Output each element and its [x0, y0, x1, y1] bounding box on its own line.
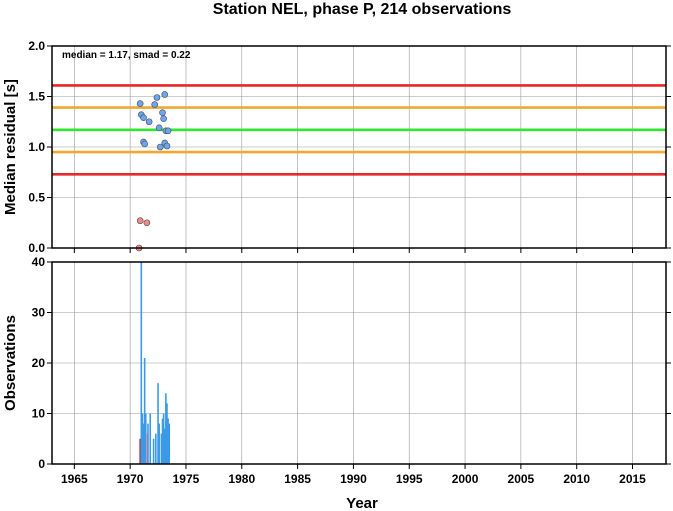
x-axis-label: Year — [346, 495, 378, 511]
bar — [163, 428, 166, 464]
x-tick-label: 1995 — [396, 472, 423, 486]
y-tick-label: 1.0 — [28, 140, 45, 154]
data-point — [163, 142, 171, 150]
x-tick-label: 2015 — [619, 472, 646, 486]
bottom-gridlines — [52, 261, 666, 465]
x-tick-label: 1970 — [117, 472, 144, 486]
bar — [144, 413, 147, 464]
x-tick-label: 1965 — [61, 472, 88, 486]
data-point — [151, 101, 159, 108]
bar — [157, 383, 159, 464]
data-point — [140, 114, 147, 122]
x-tick-label: 2005 — [508, 472, 535, 486]
y-tick-label: 30 — [32, 306, 46, 320]
data-point — [159, 109, 166, 116]
data-point — [143, 219, 151, 227]
y-tick-label: 0.0 — [28, 241, 45, 255]
data-point — [136, 100, 144, 107]
bar — [158, 423, 160, 464]
y-tick-label: 0.5 — [28, 191, 45, 205]
bottom-bars — [139, 262, 171, 464]
top-panel: 0.0 0.5 1.0 1.5 2.0 median = 1.17, smad = 0.… — [2, 39, 671, 255]
chart-title: Station NEL, phase P, 214 observations — [213, 1, 512, 18]
y-tick-label: 1.5 — [28, 90, 45, 104]
bar — [149, 413, 152, 464]
data-point — [136, 217, 144, 225]
bar — [155, 433, 157, 464]
data-point — [164, 127, 172, 135]
stats-annotation: median = 1.17, smad = 0.22 — [62, 50, 191, 61]
y-tick-label: 0 — [38, 457, 45, 471]
bottom-y-axis-label: Observations — [2, 315, 19, 411]
top-ticks: 0.0 0.5 1.0 1.5 2.0 — [28, 39, 671, 255]
bar — [146, 433, 148, 464]
bar — [160, 433, 163, 464]
bar — [168, 423, 171, 464]
bar — [162, 413, 165, 464]
x-tick-label: 1990 — [340, 472, 367, 486]
data-point — [156, 143, 164, 151]
bar — [161, 418, 164, 464]
data-point — [145, 118, 153, 126]
bar — [166, 403, 168, 464]
top-points — [135, 91, 172, 252]
x-tick-label: 1975 — [173, 472, 200, 486]
bar — [165, 393, 167, 464]
top-y-axis-label: Median residual [s] — [2, 79, 19, 215]
bar — [142, 423, 145, 464]
y-tick-label: 10 — [32, 407, 46, 421]
bar — [140, 262, 143, 464]
bar — [139, 438, 141, 464]
x-tick-label: 1980 — [228, 472, 255, 486]
y-tick-label: 40 — [32, 255, 46, 269]
bar — [147, 423, 149, 464]
data-point — [141, 140, 148, 148]
data-point — [155, 124, 163, 132]
data-point — [153, 94, 161, 101]
y-tick-label: 20 — [32, 356, 46, 370]
bar — [141, 413, 144, 464]
data-point — [160, 115, 167, 123]
data-point — [161, 91, 169, 98]
y-tick-label: 2.0 — [28, 39, 45, 53]
x-tick-label: 2000 — [452, 472, 479, 486]
bar — [167, 418, 169, 464]
top-reference-lines — [52, 84, 666, 176]
x-tick-label: 2010 — [563, 472, 590, 486]
bar — [143, 357, 146, 464]
x-tick-label: 1985 — [284, 472, 311, 486]
bar — [152, 438, 155, 464]
